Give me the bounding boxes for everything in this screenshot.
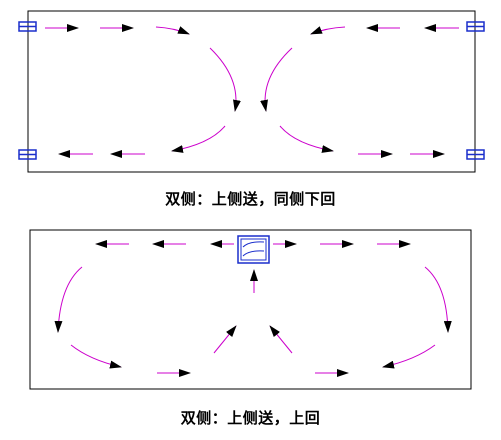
wall-vent-icon <box>466 21 485 32</box>
airflow-arrow-icon <box>279 125 334 153</box>
airflow-arrow-icon <box>213 325 237 354</box>
top-room-outline <box>27 10 476 173</box>
bottom-diagram-caption: 双侧：上侧送，上回 <box>180 409 321 427</box>
airflow-arrow-icon <box>209 47 241 112</box>
bottom-room-outline <box>29 229 472 390</box>
airflow-arrow-icon <box>155 26 190 35</box>
airflow-arrow-icon <box>310 26 346 35</box>
airflow-arrow-icon <box>70 344 122 369</box>
airflow-arrow-icon <box>382 344 436 369</box>
wall-vent-icon <box>466 149 485 160</box>
airflow-arrow-icon <box>260 47 293 112</box>
airflow-arrow-icon <box>54 266 83 333</box>
wall-vent-icon <box>18 149 37 160</box>
top-room-diagram <box>18 10 485 173</box>
wall-vent-icon <box>18 21 37 32</box>
ceiling-grille-icon <box>237 235 270 264</box>
bottom-room-diagram <box>29 229 472 390</box>
top-diagram-caption: 双侧：上侧送，同侧下回 <box>165 190 336 208</box>
airflow-arrow-icon <box>171 125 226 153</box>
airflow-arrow-icon <box>424 266 452 333</box>
airflow-arrow-icon <box>269 325 293 354</box>
